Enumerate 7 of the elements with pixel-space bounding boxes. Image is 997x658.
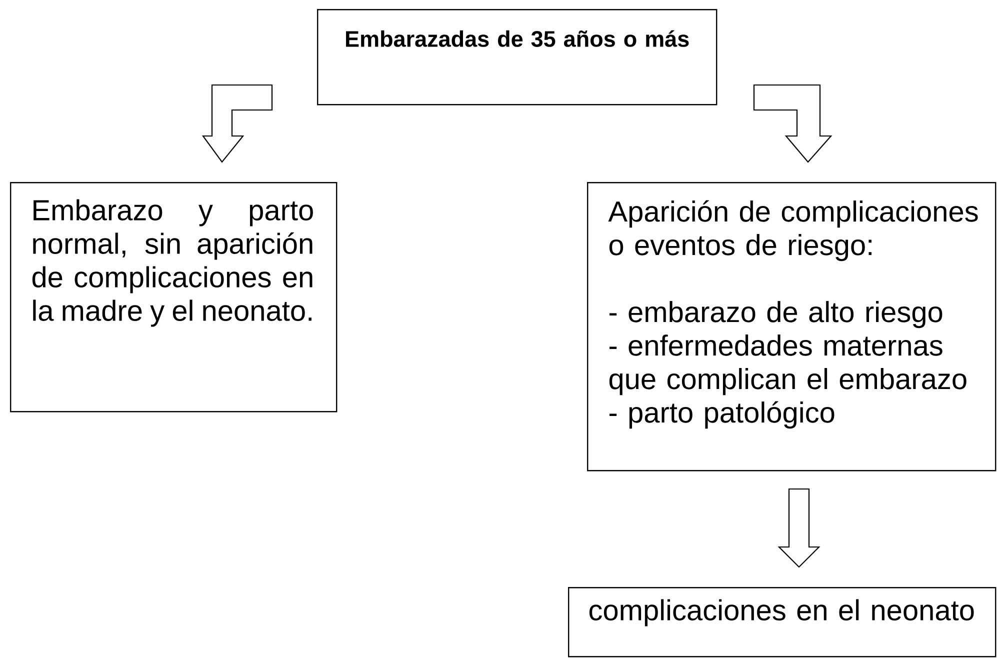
process-box: Aparición de complicaciones o eventos de riesgo: - embarazo de alto riesgo - enfermedades maternas que complican el embarazo - parto patológico xyxy=(587,182,996,472)
block-arrow xyxy=(202,84,273,163)
process-box: Embarazadas de 35 años o más xyxy=(317,9,718,106)
process-box: complicaciones en el neonato xyxy=(568,587,996,658)
block-arrow xyxy=(753,84,832,163)
process-box: Embarazo y parto normal, sin aparición de complicaciones en la madre y el neonato. xyxy=(10,182,338,412)
block-arrow xyxy=(778,488,820,568)
